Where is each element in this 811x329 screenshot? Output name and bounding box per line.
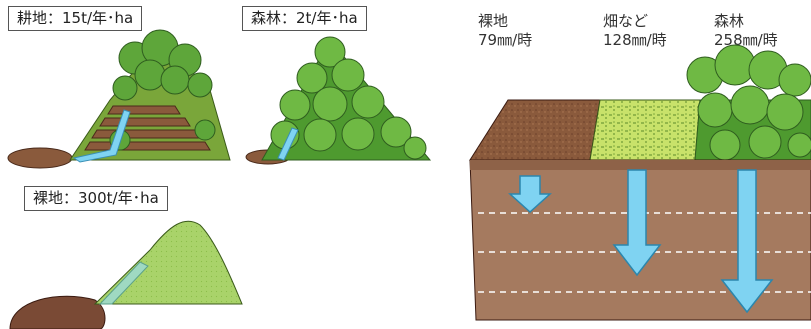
bare-illustration — [9, 220, 243, 329]
rate-forest-name: 森林 — [714, 12, 745, 30]
rate-field-value: 128㎜/時 — [603, 31, 667, 49]
rate-bare-name: 裸地 — [478, 12, 509, 30]
rate-bare: 裸地 79㎜/時 — [478, 12, 532, 50]
label-bare: 裸地：300t/年･ha — [24, 186, 168, 211]
rate-forest: 森林 258㎜/時 — [714, 12, 778, 50]
label-forest: 森林：2t/年･ha — [242, 6, 367, 31]
farmland-illustration — [7, 29, 231, 169]
rate-bare-value: 79㎜/時 — [478, 31, 533, 49]
rate-forest-value: 258㎜/時 — [714, 31, 778, 49]
label-farmland: 耕地：15t/年･ha — [8, 6, 143, 31]
arrow-bare — [508, 175, 552, 214]
rate-field: 畑など 128㎜/時 — [603, 12, 667, 50]
cross-section-illustration — [469, 44, 811, 321]
arrow-field — [612, 169, 662, 277]
forest-illustration — [245, 36, 432, 165]
rate-field-name: 畑など — [603, 12, 649, 30]
arrow-forest — [720, 169, 774, 314]
